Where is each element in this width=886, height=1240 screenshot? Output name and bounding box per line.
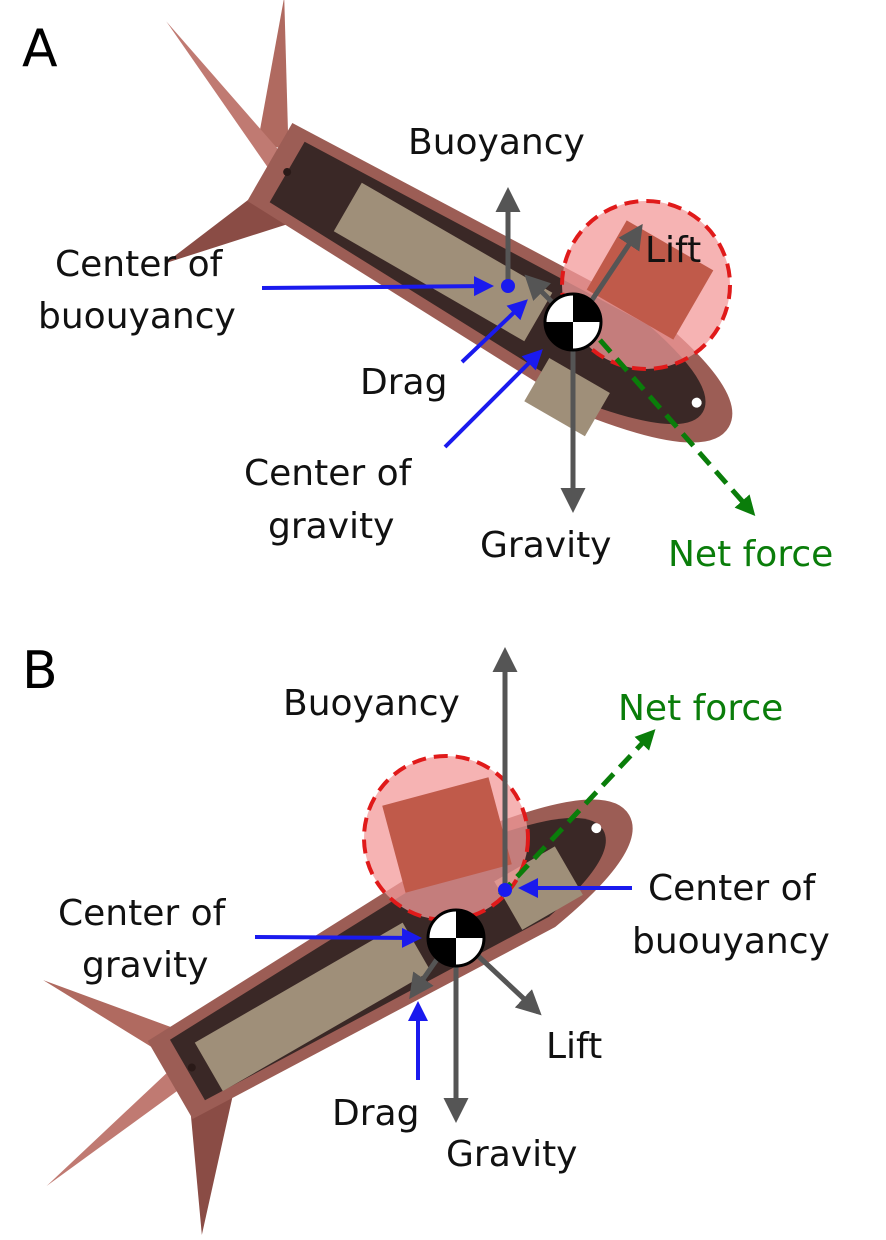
panel-letter-a: A [22,19,58,79]
hull-hole-b [591,823,602,834]
center-of-gravity-pointer-a [443,349,543,449]
center-of-buoyancy-pointer-a [261,276,494,297]
center-of-buoyancy-label-a-line1: Center of [55,244,224,285]
drag-label-a: Drag [360,362,447,403]
center-of-buoyancy-label-b-line2: buouyancy [632,921,830,962]
net-force-arrow-a [598,338,756,516]
gravity-label-a: Gravity [480,525,611,566]
drag-pointer-a [460,299,528,364]
center-of-buoyancy-dot-b [498,883,512,897]
panel-letter-b: B [22,641,58,701]
buoyancy-label-a: Buoyancy [408,122,585,163]
gravity-label-b: Gravity [446,1134,577,1175]
drag-label-b: Drag [332,1093,419,1134]
tail-hole-a [283,168,292,176]
panel-a: A [22,0,833,575]
center-of-buoyancy-dot-a [501,279,515,293]
component-small-a [524,357,610,437]
lift-label-a: Lift [645,230,701,271]
center-of-gravity-label-b-line1: Center of [58,893,227,934]
center-of-gravity-symbol-b [426,908,486,968]
net-force-label-a: Net force [668,534,833,575]
center-of-buoyancy-label-a-line2: buouyancy [38,296,236,337]
lift-arrow-a [589,223,643,302]
center-of-gravity-label-a-line2: gravity [268,506,394,547]
hull-hole-a [691,397,702,408]
tail-hole-b [187,1063,196,1072]
drag-arrow-b [409,953,443,1000]
tail-fin-top-a [257,0,289,150]
net-force-arrow-b [498,729,656,897]
panel-b: B [22,641,830,1235]
tail-spike-b [46,1066,185,1186]
tail-spike-a [166,21,285,176]
center-of-gravity-pointer-b [254,927,422,948]
center-of-buoyancy-label-b-line1: Center of [648,868,817,909]
net-force-label-b: Net force [618,688,783,729]
component-main-b [194,922,431,1092]
component-main-a [333,182,553,342]
center-of-gravity-label-b-line2: gravity [82,945,208,986]
buoyancy-label-b: Buoyancy [283,683,460,724]
center-of-gravity-label-a-line1: Center of [244,453,413,494]
float-box-b [382,777,512,893]
tail-fin-bottom-b [188,1075,238,1235]
float-box-a [586,220,714,340]
lift-label-b: Lift [546,1026,602,1067]
center-of-gravity-symbol-a [543,292,603,352]
lift-arrow-b [473,951,542,1016]
